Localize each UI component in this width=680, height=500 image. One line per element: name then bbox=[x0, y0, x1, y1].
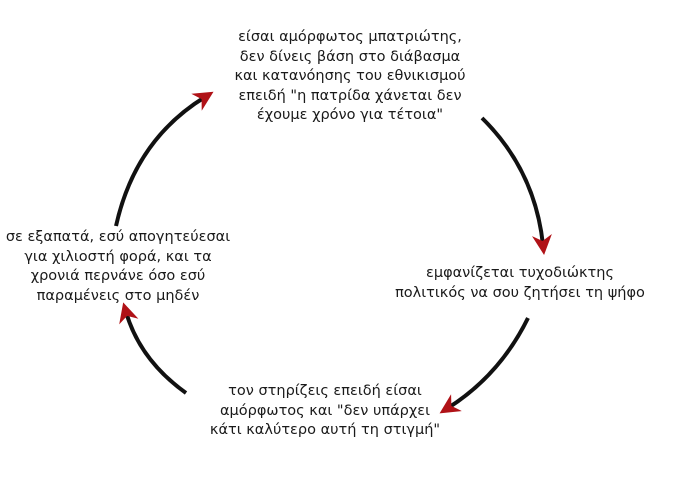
arrow-top-to-right bbox=[480, 116, 552, 255]
step-line: και κατανόησης του εθνικισμού bbox=[234, 68, 466, 84]
step-line: κάτι καλύτερο αυτή τη στιγμή" bbox=[209, 422, 441, 438]
step-line: για χιλιοστή φορά, και τα bbox=[24, 248, 212, 265]
step-line: επειδή "η πατρίδα χάνεται δεν bbox=[238, 87, 462, 104]
step-right: εμφανίζεται τυχοδιώκτης πολιτικός να σου… bbox=[380, 264, 660, 303]
step-line: παραμένεις στο μηδέν bbox=[36, 287, 200, 304]
step-left: σε εξαπατά, εσύ απογητεύεσαι για χιλιοστ… bbox=[0, 228, 236, 306]
step-line: είσαι αμόρφωτος μπατριώτης, bbox=[238, 29, 462, 45]
arrow-right-to-bottom bbox=[439, 317, 530, 414]
step-line: εμφανίζεται τυχοδιώκτης bbox=[426, 265, 614, 281]
step-top: είσαι αμόρφωτος μπατριώτης, δεν δίνεις β… bbox=[200, 28, 500, 126]
arrow-left-to-top bbox=[114, 91, 214, 227]
step-line: δεν δίνεις βάση στο διάβασμα bbox=[239, 48, 461, 65]
arrow-bottom-to-left bbox=[119, 302, 188, 395]
step-line: τον στηρίζεις επειδή είσαι bbox=[228, 383, 422, 399]
step-line: έχουμε χρόνο για τέτοια" bbox=[256, 107, 444, 123]
step-line: σε εξαπατά, εσύ απογητεύεσαι bbox=[5, 229, 231, 245]
step-line: πολιτικός να σου ζητήσει τη ψήφο bbox=[395, 284, 645, 301]
step-line: χρονιά περνάνε όσο εσύ bbox=[30, 268, 206, 284]
step-line: αμόρφωτος και "δεν υπάρχει bbox=[220, 402, 430, 419]
step-bottom: τον στηρίζεις επειδή είσαι αμόρφωτος και… bbox=[185, 382, 465, 441]
